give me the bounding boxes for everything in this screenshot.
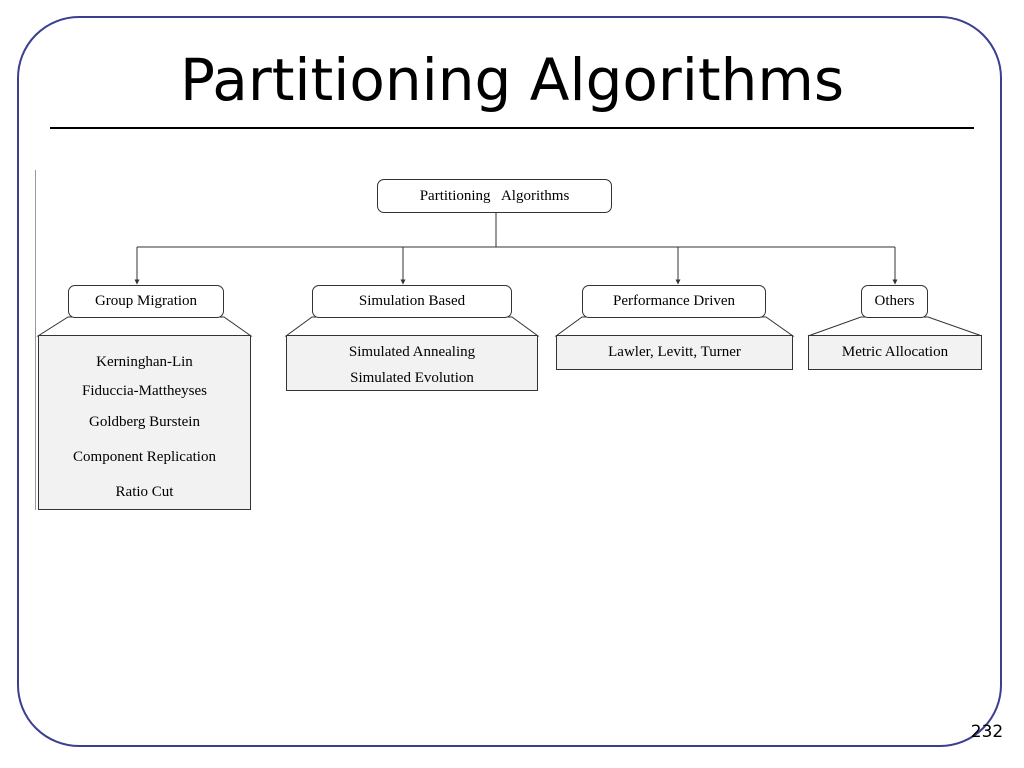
leaf-box-performance-driven: Lawler, Levitt, Turner: [556, 335, 793, 370]
list-item: Lawler, Levitt, Turner: [608, 344, 741, 360]
left-edge-line: [35, 170, 36, 510]
link-simulation-based: [284, 316, 540, 337]
list-item: Kerninghan-Lin: [96, 354, 193, 370]
list-item: Component Replication: [73, 449, 216, 465]
slide-frame: [17, 16, 1002, 747]
leaf-box-others: Metric Allocation: [808, 335, 982, 370]
link-group-migration: [36, 316, 253, 337]
category-node-simulation-based: Simulation Based: [312, 285, 512, 318]
list-item: Fiduccia-Mattheyses: [82, 383, 207, 399]
root-node: Partitioning Algorithms: [377, 179, 612, 213]
list-item: Metric Allocation: [841, 344, 949, 360]
category-node-group-migration: Group Migration: [68, 285, 224, 318]
leaf-box-simulation-based: Simulated Annealing Simulated Evolution: [286, 335, 538, 391]
list-item: Goldberg Burstein: [89, 414, 200, 430]
page-number: 232: [970, 722, 1004, 742]
link-others: [807, 316, 983, 337]
list-item: Simulated Annealing: [348, 344, 476, 360]
slide-title: Partitioning Algorithms: [179, 46, 845, 114]
list-item: Ratio Cut: [115, 484, 174, 500]
title-divider: [50, 127, 974, 129]
category-node-others: Others: [861, 285, 928, 318]
leaf-box-group-migration: Kerninghan-Lin Fiduccia-Mattheyses Goldb…: [38, 335, 251, 510]
link-performance-driven: [554, 316, 795, 337]
list-item: Simulated Evolution: [350, 370, 474, 386]
category-node-performance-driven: Performance Driven: [582, 285, 766, 318]
